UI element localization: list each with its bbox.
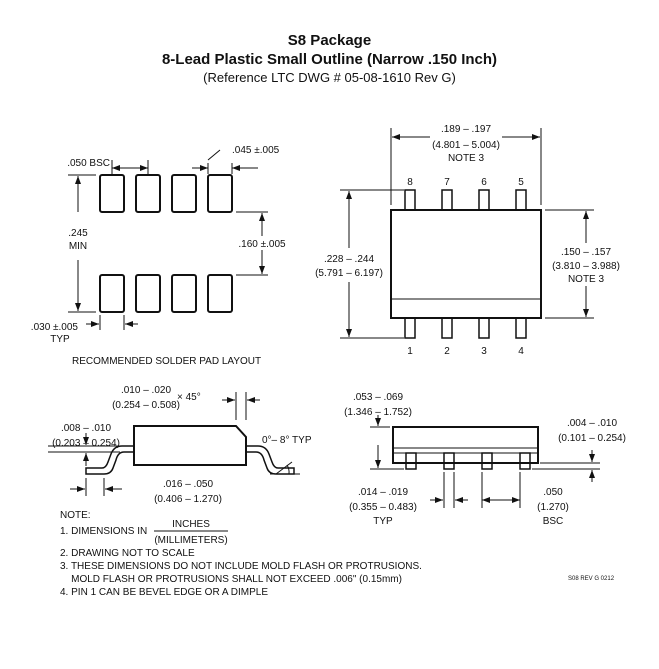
note-3a: 3. THESE DIMENSIONS DO NOT INCLUDE MOLD … xyxy=(60,561,422,572)
pin-number: 1 xyxy=(407,346,413,357)
pin-number: 6 xyxy=(481,177,487,188)
package-body-top xyxy=(390,209,542,319)
package-body-side xyxy=(133,425,247,466)
chamfer-in: .010 – .020 xyxy=(121,385,171,396)
note-2: 2. DRAWING NOT TO SCALE xyxy=(60,548,195,559)
solder-pad-caption: RECOMMENDED SOLDER PAD LAYOUT xyxy=(72,356,261,367)
top-length-note: NOTE 3 xyxy=(448,153,485,164)
pad-width-label: .045 ±.005 xyxy=(232,145,280,156)
pin-number: 8 xyxy=(407,177,413,188)
pad-span-min-label: MIN xyxy=(69,241,87,252)
solder-pad xyxy=(99,174,125,213)
pad-pitch-label: .050 BSC xyxy=(67,158,110,169)
note-3b: MOLD FLASH OR PROTRUSIONS SHALL NOT EXCE… xyxy=(60,574,402,585)
chamfer-mm: (0.254 – 0.508) xyxy=(112,400,180,411)
chamfer-angle: × 45° xyxy=(177,392,201,403)
pad-width-small-typ: TYP xyxy=(50,334,70,345)
foot-length-mm: (0.406 – 1.270) xyxy=(154,494,222,505)
foot-length-in: .016 – .050 xyxy=(163,479,213,490)
lead-thickness-in: .008 – .010 xyxy=(61,423,111,434)
pin-number: 2 xyxy=(444,346,450,357)
note-1-prefix: 1. DIMENSIONS IN xyxy=(60,526,147,537)
solder-pad xyxy=(171,174,197,213)
note-4: 4. PIN 1 CAN BE BEVEL EDGE OR A DIMPLE xyxy=(60,587,269,598)
top-width-mm: (3.810 – 3.988) xyxy=(552,261,620,272)
pin-number: 4 xyxy=(518,346,524,357)
lead-pitch-bsc: BSC xyxy=(543,516,564,527)
pad-span-label: .245 xyxy=(68,228,88,239)
end-height-mm: (1.346 – 1.752) xyxy=(344,407,412,418)
solder-pad xyxy=(135,174,161,213)
pin-number: 5 xyxy=(518,177,524,188)
lead-width-typ: TYP xyxy=(373,516,393,527)
drawing-title: S8 Package xyxy=(287,32,372,49)
solder-pad xyxy=(135,274,161,313)
lead-pitch-mm: (1.270) xyxy=(537,502,569,513)
pin-number: 7 xyxy=(444,177,450,188)
solder-pad-layout xyxy=(99,174,233,313)
top-leads xyxy=(404,189,527,339)
revision-code: S08 REV G 0212 xyxy=(568,576,615,582)
top-length-in: .189 – .197 xyxy=(441,124,491,135)
pad-width-small-label: .030 ±.005 xyxy=(31,322,79,333)
pad-length-label: .160 ±.005 xyxy=(238,239,286,250)
drawing-subtitle: 8-Lead Plastic Small Outline (Narrow .15… xyxy=(161,51,498,68)
lead-left xyxy=(85,445,134,475)
note-1-numerator: INCHES xyxy=(172,519,210,530)
standoff-in: .004 – .010 xyxy=(567,418,617,429)
end-height-in: .053 – .069 xyxy=(353,392,403,403)
top-height-mm: (5.791 – 6.197) xyxy=(315,268,383,279)
lead-angle: 0°– 8° TYP xyxy=(262,435,312,446)
solder-pad xyxy=(207,274,233,313)
top-length-mm: (4.801 – 5.004) xyxy=(432,140,500,151)
lead-width-mm: (0.355 – 0.483) xyxy=(349,502,417,513)
notes-heading: NOTE: xyxy=(60,510,91,521)
package-body-end xyxy=(392,426,539,464)
top-height-in: .228 – .244 xyxy=(324,254,374,265)
solder-pad xyxy=(207,174,233,213)
top-width-note: NOTE 3 xyxy=(568,274,605,285)
end-leads xyxy=(405,452,531,470)
lead-thickness-mm: (0.203 – 0.254) xyxy=(52,438,120,449)
lead-right xyxy=(246,445,295,475)
solder-pad xyxy=(99,274,125,313)
drawing-reference: (Reference LTC DWG # 05-08-1610 Rev G) xyxy=(203,70,456,85)
lead-pitch-in: .050 xyxy=(543,487,563,498)
lead-width-in: .014 – .019 xyxy=(358,487,408,498)
standoff-mm: (0.101 – 0.254) xyxy=(558,433,626,444)
pin-number: 3 xyxy=(481,346,487,357)
solder-pad xyxy=(171,274,197,313)
top-width-in: .150 – .157 xyxy=(561,247,611,258)
note-1-denominator: (MILLIMETERS) xyxy=(154,535,227,546)
